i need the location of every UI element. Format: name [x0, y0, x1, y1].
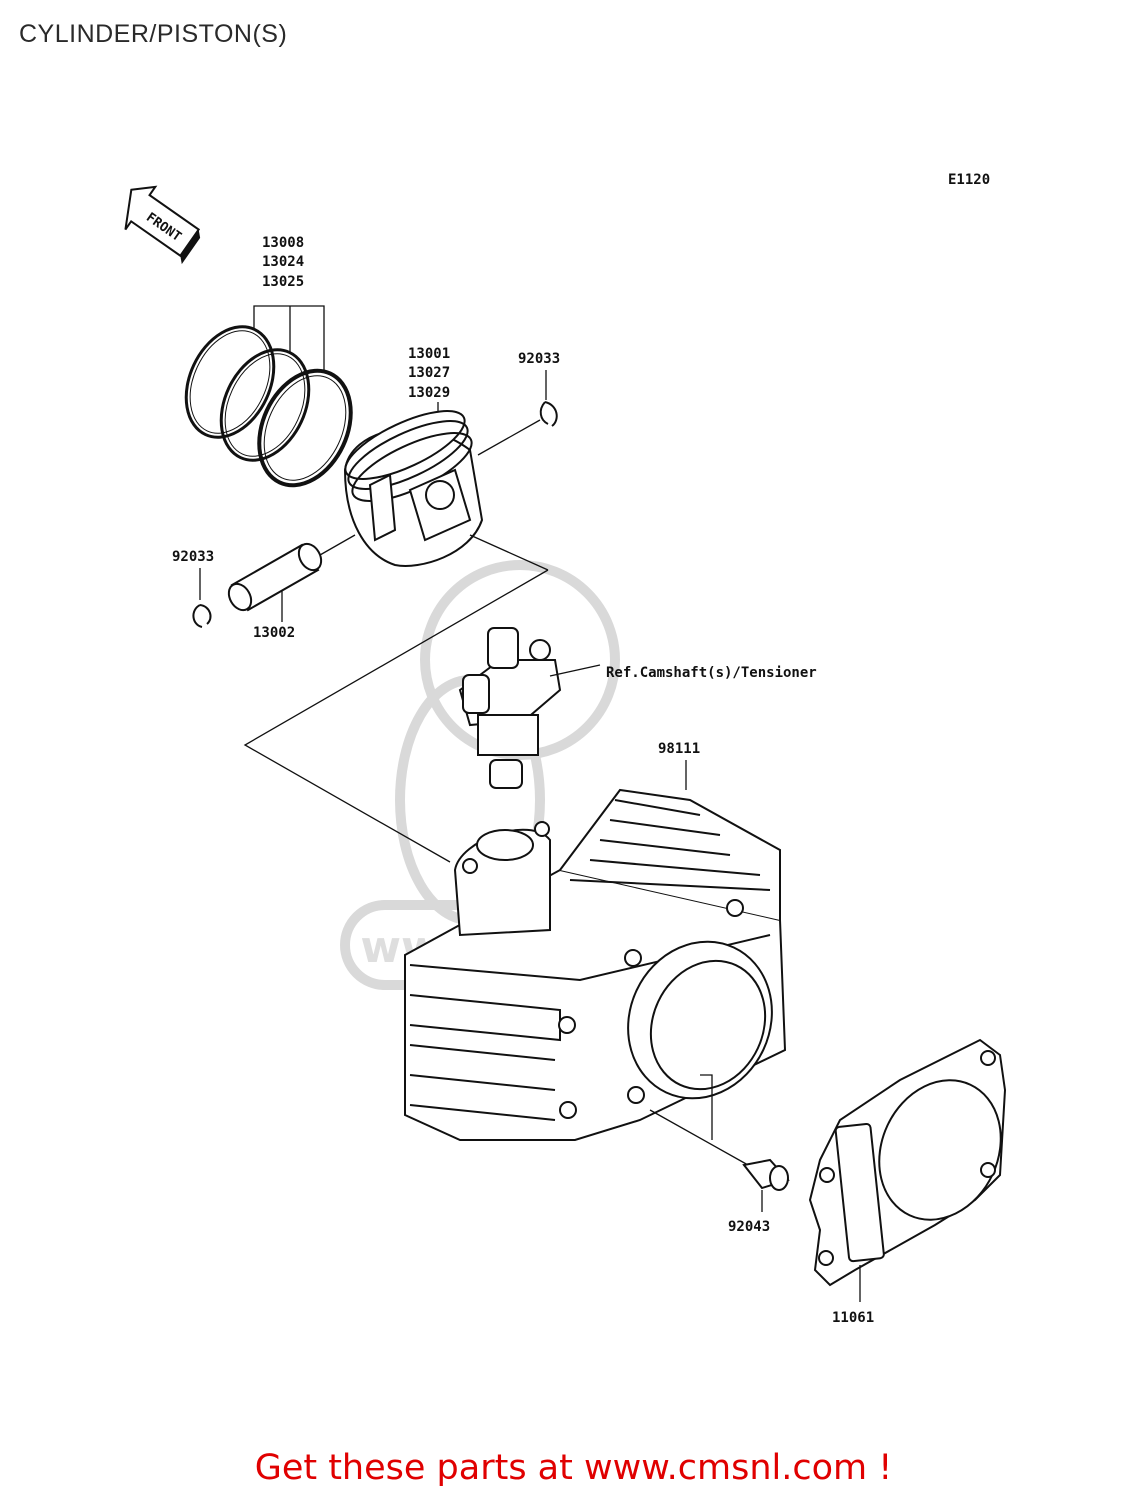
part-label-13024: 13024 [262, 254, 304, 270]
circlip-left [192, 604, 212, 628]
footer-link[interactable]: Get these parts at www.cmsnl.com ! [254, 1448, 893, 1488]
front-arrow-icon: FRONT [124, 185, 201, 265]
piston-pin [227, 542, 323, 612]
part-label-13029: 13029 [408, 385, 450, 401]
part-label-92033-left: 92033 [172, 549, 214, 565]
part-label-11061: 11061 [832, 1310, 874, 1326]
head-gasket [808, 1038, 1007, 1287]
cam-chain-tensioner [458, 627, 562, 789]
part-label-98111: 98111 [658, 741, 700, 757]
part-label-92043: 92043 [728, 1219, 770, 1235]
diagram-code: E1120 [948, 172, 990, 188]
part-label-13001: 13001 [408, 346, 450, 362]
circlip-right [539, 401, 558, 427]
page-title: CYLINDER/PISTON(S) [19, 20, 288, 48]
piston [343, 410, 484, 567]
ref-camshaft-tensioner: Ref.Camshaft(s)/Tensioner [606, 665, 817, 681]
piston-rings [184, 325, 353, 488]
part-label-92033-right: 92033 [518, 351, 560, 367]
part-label-13025: 13025 [262, 274, 304, 290]
part-label-13027: 13027 [408, 365, 450, 381]
part-label-13002: 13002 [253, 625, 295, 641]
cylinder-block [404, 788, 787, 1141]
parts-diagram: www.cmsnl.com E1120 FRONT 13008 13024 13… [124, 172, 1007, 1326]
part-label-13008: 13008 [262, 235, 304, 251]
dowel-pin [742, 1158, 790, 1191]
